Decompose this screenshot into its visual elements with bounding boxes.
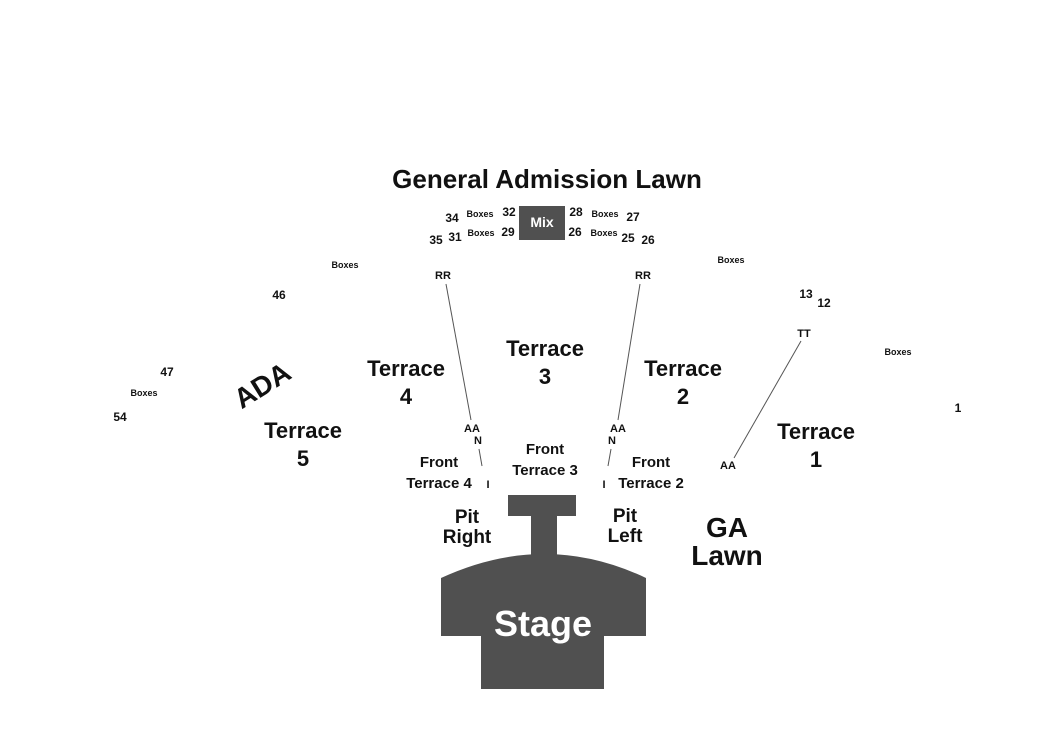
box-number-26[interactable]: 26: [641, 233, 655, 247]
section-label: Pit: [455, 507, 480, 528]
stage-body: [441, 554, 646, 689]
ada-label: ADA: [228, 356, 296, 414]
box-number-29[interactable]: 29: [501, 225, 515, 239]
section-label: GA: [706, 512, 748, 543]
section-terrace-2[interactable]: Terrace 2: [644, 356, 722, 409]
section-number: Terrace 2: [618, 475, 684, 492]
box-number-31[interactable]: 31: [448, 230, 462, 244]
section-front-terrace-3[interactable]: Front Terrace 3: [512, 441, 578, 479]
aisle-line-terrace-1: [733, 340, 802, 459]
aisle-line-left: [445, 283, 472, 421]
stage-runway-cap: [508, 495, 576, 516]
section-label: Terrace: [264, 418, 342, 443]
boxes-label[interactable]: Boxes: [130, 388, 157, 398]
box-number-1[interactable]: 1: [955, 401, 962, 415]
box-number-46[interactable]: 46: [272, 288, 286, 302]
row-label-rr-right: RR: [635, 270, 651, 282]
box-number-47[interactable]: 47: [160, 365, 174, 379]
box-number-35[interactable]: 35: [429, 233, 443, 247]
section-number: 1: [810, 447, 822, 472]
section-terrace-5[interactable]: Terrace 5: [264, 418, 342, 471]
box-number-13[interactable]: 13: [799, 287, 813, 301]
section-ada[interactable]: ADA: [228, 356, 296, 414]
boxes-label[interactable]: Boxes: [590, 228, 617, 238]
mix-label: Mix: [530, 214, 554, 230]
section-pit-right[interactable]: Pit Right: [443, 507, 492, 548]
section-number: Terrace 3: [512, 462, 578, 479]
row-label-aa-right: AA: [610, 423, 626, 435]
section-number: Terrace 4: [406, 475, 472, 492]
section-ga-lawn[interactable]: GA Lawn: [691, 512, 763, 571]
section-pit-left[interactable]: Pit Left: [608, 506, 644, 547]
box-number-54[interactable]: 54: [113, 410, 127, 424]
section-label: Terrace: [644, 356, 722, 381]
row-label-n-right: N: [608, 435, 616, 447]
row-label-tt: TT: [797, 328, 811, 340]
box-number-25[interactable]: 25: [621, 231, 635, 245]
stage[interactable]: Stage: [441, 495, 646, 689]
section-terrace-3[interactable]: Terrace 3: [506, 336, 584, 389]
boxes-label[interactable]: Boxes: [717, 255, 744, 265]
box-number-32[interactable]: 32: [502, 205, 516, 219]
row-label-n-left: N: [474, 435, 482, 447]
box-number-26[interactable]: 26: [568, 225, 582, 239]
section-number: Left: [608, 526, 644, 547]
section-number: 4: [400, 384, 413, 409]
mix-booth[interactable]: [519, 206, 565, 240]
section-label: Pit: [613, 506, 638, 527]
row-label-aa-terrace-1: AA: [720, 460, 736, 472]
section-label: Front: [420, 454, 458, 471]
section-number: Right: [443, 527, 492, 548]
section-label: Terrace: [506, 336, 584, 361]
section-terrace-1[interactable]: Terrace 1: [777, 419, 855, 472]
map-title: General Admission Lawn: [392, 164, 702, 194]
row-label-i-left: I: [486, 479, 489, 491]
row-label-aa-left: AA: [464, 423, 480, 435]
section-number: 3: [539, 364, 551, 389]
aisle-line-right: [617, 283, 641, 421]
box-number-27[interactable]: 27: [626, 210, 640, 224]
section-number: Lawn: [691, 540, 763, 571]
section-label: Terrace: [367, 356, 445, 381]
boxes-label[interactable]: Boxes: [331, 260, 358, 270]
stage-label: Stage: [494, 603, 592, 644]
section-label: Terrace: [777, 419, 855, 444]
section-front-terrace-2[interactable]: Front Terrace 2: [618, 454, 684, 492]
aisle-line-right-lower: [607, 448, 612, 467]
row-label-rr-left: RR: [435, 270, 451, 282]
box-number-34[interactable]: 34: [445, 211, 459, 225]
box-number-12[interactable]: 12: [817, 296, 831, 310]
boxes-label[interactable]: Boxes: [884, 347, 911, 357]
section-label: Front: [632, 454, 670, 471]
boxes-label[interactable]: Boxes: [466, 209, 493, 219]
boxes-label[interactable]: Boxes: [467, 228, 494, 238]
boxes-label[interactable]: Boxes: [591, 209, 618, 219]
aisle-line-left-lower: [478, 448, 483, 467]
section-number: 5: [297, 446, 309, 471]
row-label-i-right: I: [602, 479, 605, 491]
section-number: 2: [677, 384, 689, 409]
section-front-terrace-4[interactable]: Front Terrace 4: [406, 454, 472, 492]
box-number-28[interactable]: 28: [569, 205, 583, 219]
section-label: Front: [526, 441, 564, 458]
section-terrace-4[interactable]: Terrace 4: [367, 356, 445, 409]
